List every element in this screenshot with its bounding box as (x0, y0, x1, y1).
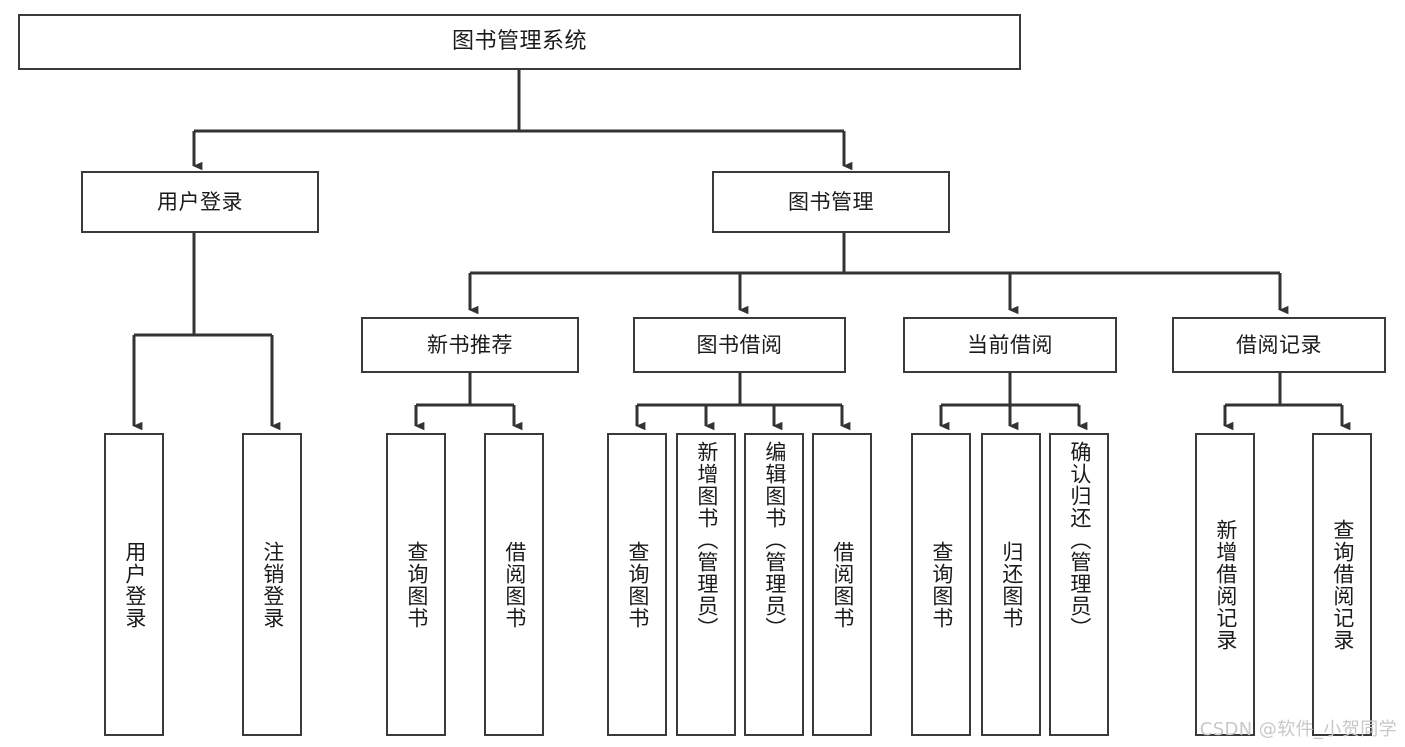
node-book-borrow[interactable]: 图书借阅 (633, 317, 846, 373)
leaf-add-book[interactable]: 新增图书（管理员） (676, 433, 736, 736)
leaf-query-book-borrow-label: 查询图书 (625, 540, 650, 629)
leaf-add-book-label: 新增图书（管理员） (694, 441, 719, 639)
node-borrow-record-label: 借阅记录 (1236, 332, 1322, 357)
leaf-query-book-current-label: 查询图书 (929, 540, 954, 629)
leaf-borrow-book-borrow[interactable]: 借阅图书 (812, 433, 872, 736)
leaf-return-book-label: 归还图书 (999, 540, 1024, 629)
leaf-edit-book-label: 编辑图书（管理员） (762, 441, 787, 639)
leaf-confirm-return[interactable]: 确认归还（管理员） (1049, 433, 1109, 736)
node-borrow-record[interactable]: 借阅记录 (1172, 317, 1386, 373)
node-root-book-management-system[interactable]: 图书管理系统 (18, 14, 1021, 70)
leaf-user-logout-label: 注销登录 (260, 540, 285, 629)
node-user-login[interactable]: 用户登录 (81, 171, 319, 233)
node-new-book-recommend-label: 新书推荐 (427, 332, 513, 357)
node-book-management-label: 图书管理 (788, 189, 874, 214)
leaf-query-book-recommend[interactable]: 查询图书 (386, 433, 446, 736)
leaf-confirm-return-label: 确认归还（管理员） (1067, 441, 1092, 639)
csdn-watermark: CSDN @软件_小贺同学 (1199, 719, 1397, 740)
leaf-add-borrow-record[interactable]: 新增借阅记录 (1195, 433, 1255, 736)
leaf-borrow-book-borrow-label: 借阅图书 (830, 540, 855, 629)
leaf-return-book[interactable]: 归还图书 (981, 433, 1041, 736)
leaf-query-book-recommend-label: 查询图书 (404, 540, 429, 629)
node-new-book-recommend[interactable]: 新书推荐 (361, 317, 579, 373)
node-book-management[interactable]: 图书管理 (712, 171, 950, 233)
node-user-login-label: 用户登录 (157, 189, 243, 214)
leaf-query-book-borrow[interactable]: 查询图书 (607, 433, 667, 736)
leaf-query-borrow-record-label: 查询借阅记录 (1330, 518, 1355, 651)
leaf-query-book-current[interactable]: 查询图书 (911, 433, 971, 736)
leaf-borrow-book-recommend[interactable]: 借阅图书 (484, 433, 544, 736)
node-book-borrow-label: 图书借阅 (696, 332, 783, 357)
leaf-user-login-label: 用户登录 (122, 540, 147, 629)
leaf-query-borrow-record[interactable]: 查询借阅记录 (1312, 433, 1372, 736)
node-current-borrow-label: 当前借阅 (967, 332, 1053, 357)
node-root-label: 图书管理系统 (451, 29, 587, 55)
leaf-add-borrow-record-label: 新增借阅记录 (1213, 518, 1238, 651)
leaf-user-logout[interactable]: 注销登录 (242, 433, 302, 736)
leaf-user-login[interactable]: 用户登录 (104, 433, 164, 736)
leaf-borrow-book-recommend-label: 借阅图书 (502, 540, 527, 629)
leaf-edit-book[interactable]: 编辑图书（管理员） (744, 433, 804, 736)
node-current-borrow[interactable]: 当前借阅 (903, 317, 1117, 373)
